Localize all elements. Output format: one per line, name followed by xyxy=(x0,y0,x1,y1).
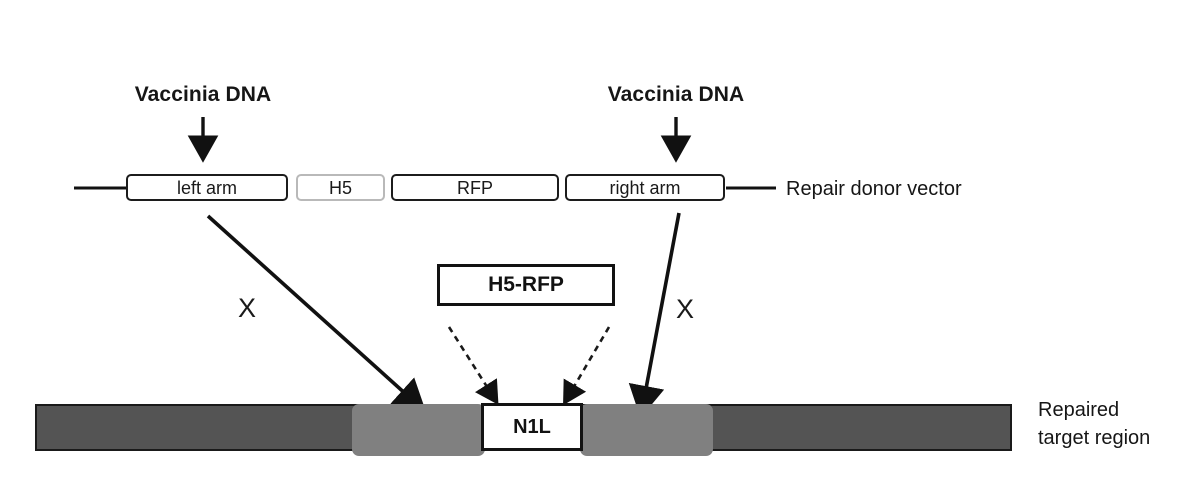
crossover-x-left: X xyxy=(238,293,257,323)
repaired-target-region-label: Repaired target region xyxy=(1038,396,1150,452)
donor-feature-h5-label: H5 xyxy=(328,177,352,198)
crossover-x-right: X xyxy=(676,294,695,324)
donor-feature-right-arm[interactable]: right arm xyxy=(565,174,725,201)
vaccinia-dna-label-right: Vaccinia DNA xyxy=(607,83,745,106)
donor-feature-right-arm-label: right arm xyxy=(609,177,681,198)
donor-feature-rfp[interactable]: RFP xyxy=(391,174,559,201)
donor-feature-rfp-label: RFP xyxy=(457,177,493,198)
insertion-arrow-left-icon xyxy=(447,326,499,405)
target-gene-label: N1L xyxy=(513,415,551,438)
target-segment-gene-locus[interactable]: N1L xyxy=(481,403,583,451)
vaccinia-dna-label-left: Vaccinia DNA xyxy=(134,83,272,106)
target-segment-left-flank xyxy=(35,404,360,451)
recombination-arrow-right-icon xyxy=(628,212,681,419)
repair-donor-vector-label: Repair donor vector xyxy=(786,178,962,200)
repaired-target-region-line2: target region xyxy=(1038,427,1151,449)
target-segment-left-homology xyxy=(352,404,485,456)
insertion-arrow-right-icon xyxy=(563,326,611,406)
h5-rfp-cassette[interactable]: H5-RFP xyxy=(437,264,615,306)
repaired-target-region-line1: Repaired xyxy=(1038,399,1120,421)
h5-rfp-cassette-label: H5-RFP xyxy=(488,273,564,296)
donor-feature-left-arm[interactable]: left arm xyxy=(126,174,288,201)
donor-feature-left-arm-label: left arm xyxy=(176,177,237,198)
donor-feature-h5[interactable]: H5 xyxy=(296,174,385,201)
target-segment-right-homology xyxy=(580,404,713,456)
